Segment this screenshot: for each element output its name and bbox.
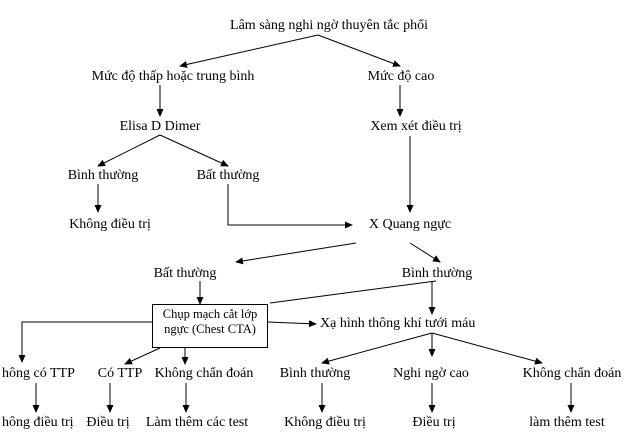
node-chest-cta: Chụp mạch cắt lớp ngực (Chest CTA) [152, 304, 268, 348]
node-no-treat-3: Không điều trị [284, 415, 366, 430]
node-consider-treat: Xem xét điều trị [370, 119, 462, 134]
chest-cta-line-1: Chụp mạch cắt lớp [162, 307, 258, 321]
node-treat-2: Điều trị [412, 415, 456, 430]
node-no-diagnosis-1: Không chẩn đoán [154, 366, 254, 381]
arrow-vq-nodx [431, 332, 543, 365]
node-xray: X Quang ngực [368, 217, 452, 232]
arrow-ct-vq [267, 320, 317, 328]
arrow-xray-abnormal [235, 242, 357, 265]
arrow-vq-normal [321, 332, 433, 365]
node-root: Lâm sàng nghi ngờ thuyên tắc phổi [230, 18, 428, 33]
arrow-xray-normal [409, 242, 441, 263]
node-normal-3: Bình thường [279, 366, 351, 381]
arrow-abnormal-xray [227, 184, 353, 229]
node-high: Mức độ cao [367, 69, 435, 84]
node-normal-1: Bình thường [67, 168, 139, 183]
node-suspect-high: Nghi ngờ cao [393, 366, 469, 381]
node-no-treat-1: Không điều trị [69, 217, 151, 232]
node-abnormal-1: Bất thường [196, 168, 260, 183]
node-elisa: Elisa D Dimer [119, 119, 201, 134]
chest-cta-line-2: ngực (Chest CTA) [164, 322, 256, 336]
arrow-elisa-normal [97, 134, 161, 167]
arrow-ct-ttp [124, 347, 161, 365]
arrow-root-lowmid [179, 34, 319, 68]
node-no-ttp: hông có TTP [2, 366, 75, 381]
node-normal-2: Bình thường [401, 266, 473, 281]
arrow-elisa-abnormal [159, 134, 229, 167]
node-treat-1: Điều trị [86, 415, 130, 430]
node-no-diagnosis-2: Không chẩn đoán [522, 366, 622, 381]
node-low-mid: Mức độ thấp hoặc trung bình [91, 69, 255, 84]
node-abnormal-2: Bất thường [153, 266, 217, 281]
node-more-tests-2: làm thêm test [529, 415, 605, 430]
line-normal2-ct [269, 280, 437, 304]
node-more-tests-1: Làm thêm các test [145, 415, 249, 430]
node-vq-scan: Xạ hình thông khí tưới máu [320, 316, 476, 331]
arrow-ct-nottp [18, 321, 152, 363]
arrow-root-high [317, 34, 401, 67]
node-no-treat-2: hông điều trị [2, 415, 74, 430]
node-has-ttp: Có TTP [97, 366, 143, 381]
